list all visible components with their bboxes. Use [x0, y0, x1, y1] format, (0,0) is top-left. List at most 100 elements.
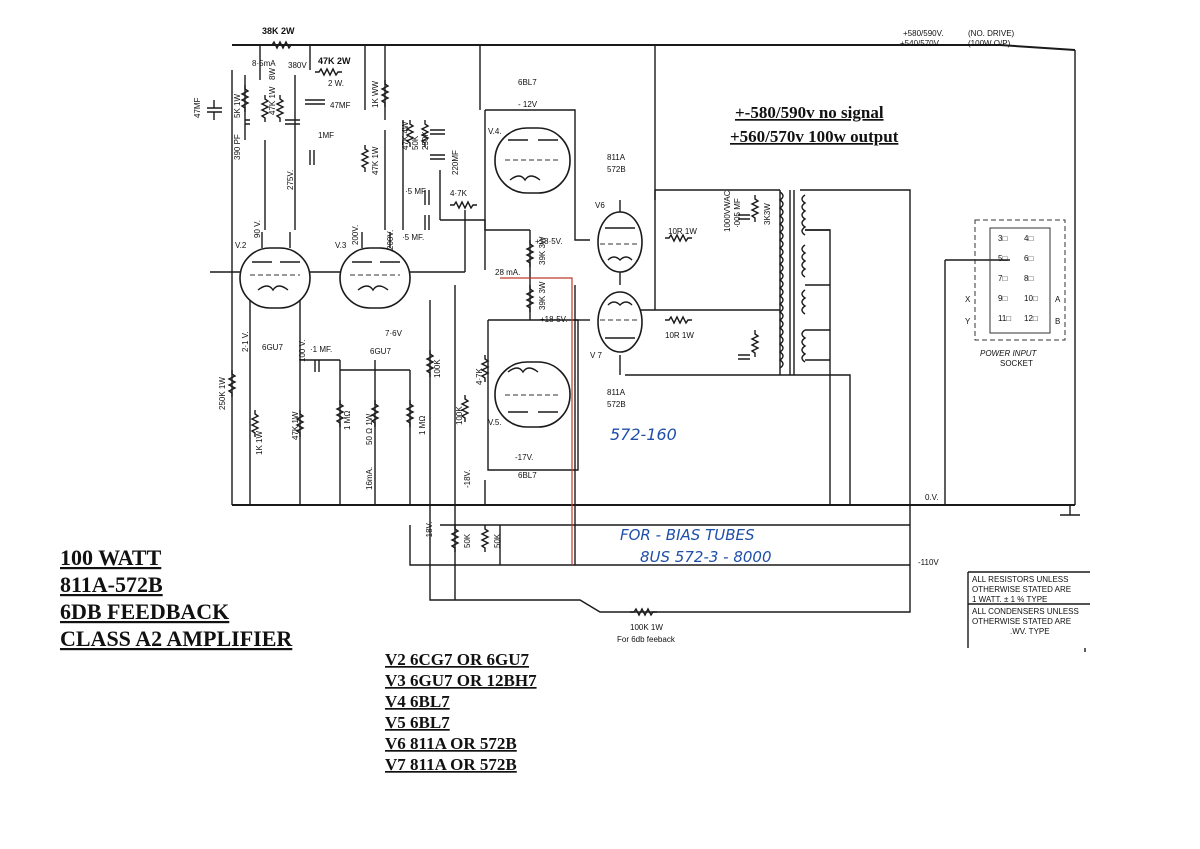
tube-list-item: V4 6BL7 [385, 692, 450, 711]
socket-pin: 7□ [998, 274, 1007, 283]
label-v-m18b: -18V. [425, 522, 434, 540]
label-r-50o: 50 Ω 1W [365, 413, 374, 445]
label-r-10r-a: 10R 1W [668, 227, 697, 236]
label-r-1k-ww: 1K WW [371, 80, 380, 108]
tube-list-item: V6 811A OR 572B [385, 734, 517, 753]
label-c-1mf-b: ·1 MF. [310, 345, 332, 354]
tube-v6 [597, 211, 643, 273]
label-r-47k-d: 4·7K [475, 367, 484, 385]
label-c-220mf: 220MF [451, 150, 460, 175]
label-r-38k: 38K 2W [262, 26, 295, 36]
socket-letter: B [1055, 317, 1060, 326]
label-v5: V.5. [488, 418, 502, 427]
label-v-275: 275V. [286, 170, 295, 190]
label-c-390pf: 390 PF [233, 134, 242, 160]
label-v7: V 7 [590, 351, 603, 360]
label-tube-6gu7-b: 6GU7 [370, 347, 391, 356]
label-c-005: ·005 MF [733, 198, 742, 228]
label-r-1mo-a: 1 MΩ [343, 411, 352, 430]
label-v-200b: 200V. [386, 230, 395, 250]
title-line-4: CLASS A2 AMPLIFIER [60, 626, 293, 651]
voltage-top-1: +580/590V. [903, 29, 943, 38]
label-v-21: 2·1 V. [241, 331, 250, 352]
label-r-8w: 8W [268, 68, 277, 80]
tube-list-item: V2 6CG7 OR 6GU7 [385, 650, 530, 669]
label-r-1k: 1K 1W [255, 431, 264, 455]
label-tube-572b-b: 572B [607, 400, 626, 409]
socket-pin: 3□ [998, 234, 1007, 243]
feedback-resistor-label: 100K 1W [630, 623, 663, 632]
socket-pin: 9□ [998, 294, 1007, 303]
label-v-18b: +18·5V. [540, 315, 568, 324]
label-v4: V.4. [488, 127, 502, 136]
notes-box-frame [967, 571, 1090, 652]
socket-pin: 12□ [1024, 314, 1038, 323]
label-v-100: 100 V. [298, 340, 307, 362]
label-v6: V6 [595, 201, 605, 210]
title-line-1: 100 WATT [60, 545, 162, 570]
label-r-1mo-b: 1 MΩ [418, 416, 427, 435]
label-r-33k: 3K3W [763, 203, 772, 225]
label-tube-811a-a: 811A [607, 153, 626, 162]
notes-line-4: ALL CONDENSERS UNLESS [972, 607, 1079, 616]
label-v-90: 90 V. [253, 220, 262, 238]
notes-line-2: OTHERWISE STATED ARE [972, 585, 1071, 594]
label-r-47k-1wb: 47K 1W [371, 146, 380, 175]
label-r-10r-b: 10R 1W [665, 331, 694, 340]
handwritten-note-3: 8US 572-3 - 8000 [640, 548, 772, 566]
handwritten-notes: 572-160 FOR - BIAS TUBES 8US 572-3 - 800… [610, 425, 772, 566]
voltage-notes: +-580/590v no signal +560/570v 100w outp… [730, 29, 1015, 146]
label-tube-6bl7-b: 6BL7 [518, 471, 537, 480]
label-c-5mf-b: ·5 MF. [402, 233, 424, 242]
label-i-16ma: 16mA. [365, 467, 374, 490]
label-v-m17: -17V. [515, 453, 533, 462]
handwritten-note-2: FOR - BIAS TUBES [620, 526, 755, 544]
socket-pin: 10□ [1024, 294, 1038, 303]
voltage-top-3: (NO. DRIVE) [968, 29, 1015, 38]
label-v-200a: 200V. [351, 225, 360, 245]
label-c-47mf-left: 47MF [193, 97, 202, 118]
voltage-no-signal: +-580/590v no signal [735, 103, 884, 122]
tube-v7 [597, 291, 643, 353]
label-r-50k: 50K [411, 135, 420, 150]
label-c-1000v: 1000VWAC [723, 190, 732, 232]
label-v-0: 0.V. [925, 493, 939, 502]
feedback-caption: For 6db feeback [617, 635, 676, 644]
wiring [210, 44, 1080, 613]
notes-line-3: 1 WATT. ± 1 % TYPE [972, 595, 1047, 604]
notes-line-5: OTHERWISE STATED ARE [972, 617, 1071, 626]
label-r-39k-a: 39K 3W [538, 236, 547, 265]
label-c-5mf-a: ·5 MF [405, 187, 426, 196]
label-r-39k-b: 39K 3W [538, 281, 547, 310]
socket-pin: 4□ [1024, 234, 1033, 243]
label-i-85ma: 8·5mA [252, 59, 276, 68]
socket-letter: X [965, 295, 971, 304]
socket-letter: Y [965, 317, 971, 326]
component-labels: 38K 2W 47K 2W 2 W. 8·5mA 380V 47MF 1MF 4… [193, 26, 939, 567]
tube-v3 [339, 247, 411, 309]
voltage-top-2: +540/570V. [900, 39, 940, 48]
label-r-50k-a: 50K [463, 533, 472, 548]
label-v-76: 7·6V [385, 329, 403, 338]
label-c-1mf-a: 1MF [318, 131, 334, 140]
title-block: 100 WATT 811A-572B 6DB FEEDBACK CLASS A2… [60, 545, 293, 651]
label-c-47mf: 47MF [330, 101, 351, 110]
label-r-47k-4w: 47K 4W [401, 121, 410, 150]
title-line-3: 6DB FEEDBACK [60, 599, 229, 624]
tube-list-item: V7 811A OR 572B [385, 755, 517, 774]
notes-line-1: ALL RESISTORS UNLESS [972, 575, 1068, 584]
tubes [239, 127, 643, 428]
socket-pin: 11□ [998, 314, 1011, 323]
label-v-m12: - 12V [518, 100, 538, 109]
label-tube-572b-a: 572B [607, 165, 626, 174]
socket-pin: 6□ [1024, 254, 1033, 263]
tube-list-item: V5 6BL7 [385, 713, 450, 732]
voltage-top-4: (100W O/P) [968, 39, 1011, 48]
tube-v2 [239, 247, 311, 309]
label-v-18a: +18·5V. [535, 237, 563, 246]
title-line-2: 811A-572B [60, 572, 163, 597]
